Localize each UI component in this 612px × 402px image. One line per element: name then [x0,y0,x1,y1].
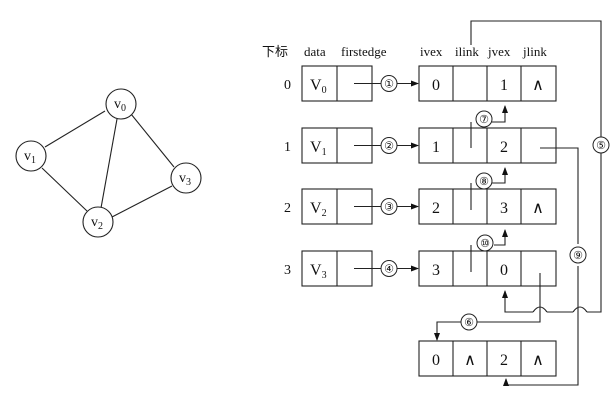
header-jlink: jlink [522,44,547,59]
header-index: 下标 [262,44,288,59]
header-ivex: ivex [420,44,443,59]
svg-text:⑥: ⑥ [464,317,474,329]
graph-edge-v0-v3 [130,113,175,168]
undirected-graph [41,110,175,218]
graph-vertex-v2: v2 [82,206,114,238]
header-data: data [304,44,326,59]
firstedge-label: ① [384,79,394,91]
vertex-data: V0 [310,77,327,96]
edge-node-jvex: 2 [500,352,508,369]
edge-node-ivex: 0 [432,352,440,369]
svg-text:⑩: ⑩ [480,238,490,250]
link-9-path [540,147,579,244]
vertex-data: V2 [310,200,327,219]
edge-node-ivex: 1 [432,139,440,156]
svg-text:⑦: ⑦ [479,114,489,126]
link-label-9: ⑨ [569,246,587,264]
vertex-index: 3 [284,263,291,278]
svg-text:⑨: ⑨ [573,250,583,262]
vertex-index: 1 [284,140,291,155]
edge-node-jvex: 3 [500,200,508,217]
firstedge-label: ④ [384,264,394,276]
vertex-data: V3 [310,262,327,281]
vertex-index: 2 [284,201,291,216]
edge-node-ilink: ∧ [464,352,476,369]
graph-vertex-v1: v1 [15,140,47,172]
link-lines [434,20,602,386]
link-label-6: ⑥ [460,313,478,331]
edge-node-jlink: ∧ [532,200,544,217]
header-ilink: ilink [455,44,479,59]
svg-text:v2: v2 [91,215,103,232]
link-labels: ⑤ ⑦ ⑧ ⑩ ⑨ ⑥ [460,110,610,331]
link-5-path-tail [505,291,573,313]
graph-edge-v2-v3 [111,185,173,218]
edge-node: 0 1 ∧ [418,65,557,102]
link-9-path-b [503,266,579,386]
link-label-5: ⑤ [592,136,610,154]
edge-node-ivex: 3 [432,262,440,279]
svg-text:⑧: ⑧ [479,176,489,188]
graph-edge-v1-v2 [41,167,88,212]
link-6-path [476,273,541,323]
vertex-list-row: 1 V1 ② [284,127,419,164]
edge-node: 2 3 ∧ [418,188,557,225]
link-label-8: ⑧ [475,172,493,190]
link-label-7: ⑦ [475,110,493,128]
svg-text:v0: v0 [114,97,126,114]
graph-edge-v0-v1 [44,110,106,148]
vertex-index: 0 [284,78,291,93]
edge-node: 0 ∧ 2 ∧ [418,340,557,377]
link-7-path-b [492,105,508,123]
edge-node-jvex: 0 [500,262,508,279]
edge-node-jvex: 2 [500,139,508,156]
link-10-path-b [494,229,508,246]
header-jvex: jvex [487,44,511,59]
firstedge-label: ③ [384,202,394,214]
link-6-path-b [434,321,462,341]
firstedge-label: ② [384,141,394,153]
vertex-list-row: 3 V3 ④ [284,250,419,287]
graph-edge-v0-v2 [100,118,118,209]
column-headers: 下标 data firstedge ivex ilink jvex jlink [262,44,547,59]
link-5-hop-1 [572,306,588,313]
edge-node-ivex: 2 [432,200,440,217]
vertex-list-row: 2 V2 ③ [284,188,419,225]
edge-node-jvex: 1 [500,77,508,94]
vertex-list: 0 V0 ① 1 V1 ② 2 V2 ③ 3 V3 ④ [284,65,419,287]
graph-vertex-v3: v3 [170,162,202,194]
svg-text:v3: v3 [179,171,191,188]
vertex-list-row: 0 V0 ① [284,65,419,102]
svg-text:⑤: ⑤ [596,140,606,152]
edge-node-jlink: ∧ [532,77,544,94]
graph-vertex-v0: v0 [105,88,137,120]
edge-node-ivex: 0 [432,77,440,94]
edge-node-jlink: ∧ [532,352,544,369]
header-firstedge: firstedge [341,44,387,59]
link-8-path-b [492,167,508,184]
link-5-path [470,20,602,313]
link-label-10: ⑩ [476,234,494,252]
vertex-data: V1 [310,139,327,158]
svg-text:v1: v1 [24,149,36,166]
